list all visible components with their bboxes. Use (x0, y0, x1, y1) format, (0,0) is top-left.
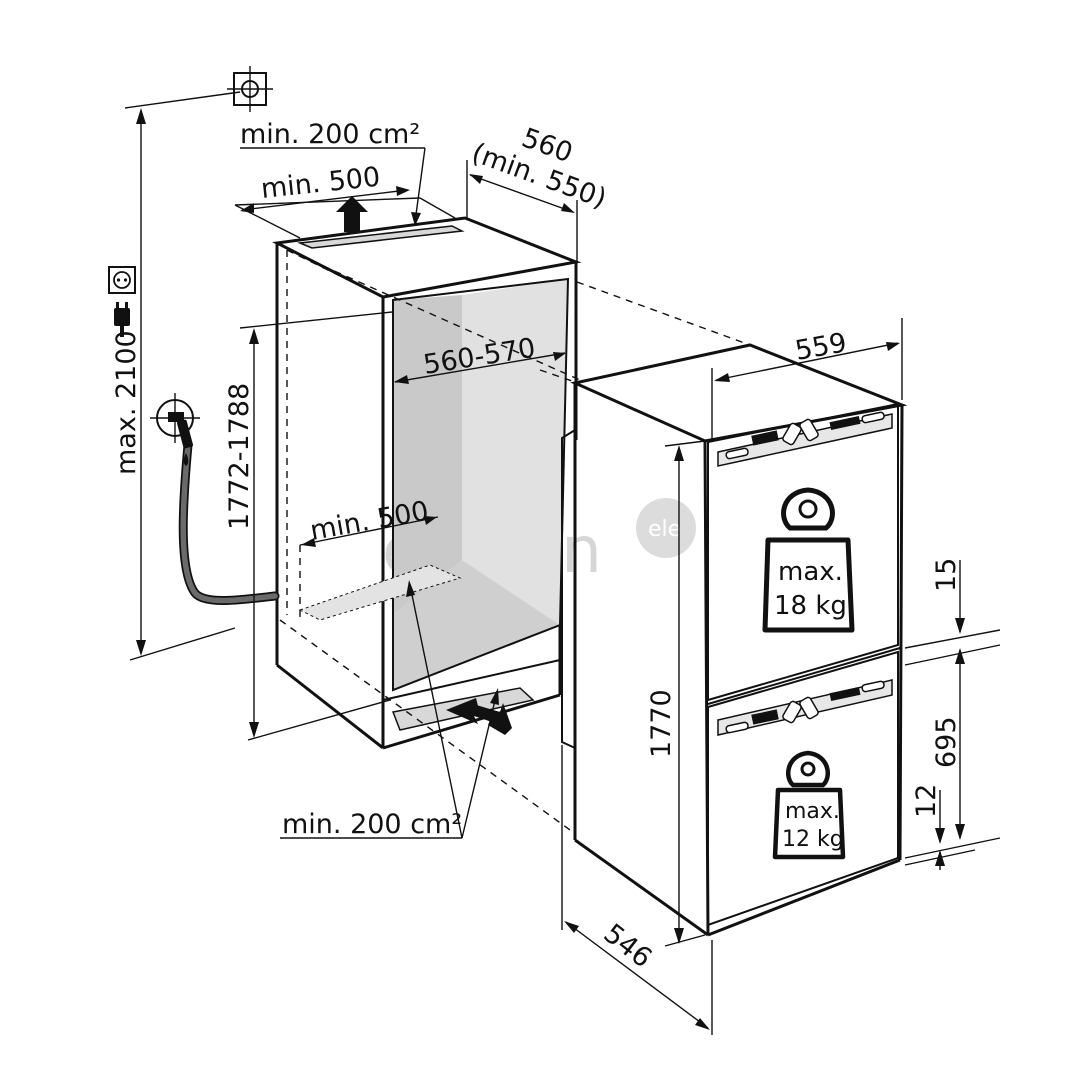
niche-opening (392, 277, 570, 692)
dim-gap-bottom: 12 (904, 784, 976, 870)
control-strip-upper (717, 411, 893, 467)
weight-icon: max. 18 kg (762, 487, 855, 633)
dim-niche-width: 560 (min. 550) (466, 122, 610, 262)
dim-appliance-width: 559 (711, 318, 903, 440)
label-gap-top: 15 (931, 558, 962, 592)
label-appliance-width: 559 (793, 327, 849, 366)
label-depth-top: min. 500 (259, 162, 381, 205)
label-vent-top: min. 200 cm² (240, 119, 420, 150)
dim-vent-bottom: min. 200 cm² (280, 580, 512, 840)
niche-bottom-left (276, 663, 384, 750)
label-appliance-height: 1770 (646, 689, 677, 758)
watermark-badge-text: ele (648, 517, 681, 542)
label-niche-height: 1772-1788 (224, 383, 255, 530)
projection-lines (279, 249, 751, 831)
weight-icon: max. 12 kg (772, 750, 846, 860)
top-vent-strip (297, 225, 465, 249)
dim-appliance-height: 1770 (646, 440, 706, 947)
weight-upper-line2: 18 kg (774, 591, 847, 621)
label-max-height: max. 2100 (111, 330, 142, 475)
label-vent-bottom: min. 200 cm² (282, 809, 462, 840)
power-plug-icon (114, 302, 130, 337)
appliance-body (561, 343, 908, 937)
niche-bottom-front (382, 693, 561, 750)
exhaust-arrow-icon (336, 196, 368, 232)
water-tap-icon (150, 393, 200, 466)
dim-appliance-depth: 546 (561, 745, 713, 1035)
dim-niche-height: 1772-1788 (224, 311, 393, 741)
dim-vent-top: min. 200 cm² (240, 119, 426, 226)
weight-upper-line1: max. (778, 557, 843, 587)
power-socket-icon (108, 266, 136, 294)
ventilation-cross-icon (227, 66, 273, 112)
weight-lower-line2: 12 kg (782, 827, 844, 852)
dim-max-height: max. 2100 (111, 91, 241, 661)
niche-left-wall (393, 295, 462, 615)
control-strip-lower (717, 679, 893, 736)
weight-lower-line1: max. (785, 799, 840, 824)
label-door-height: 695 (931, 716, 962, 768)
label-appliance-depth: 546 (598, 918, 658, 974)
watermark-badge (636, 498, 696, 558)
bottom-vent-strip-inner (298, 564, 462, 621)
niche-floor-edge (382, 659, 561, 701)
label-gap-bottom: 12 (911, 784, 942, 818)
dim-door-height: 695 (904, 648, 1001, 859)
niche-floor (393, 560, 560, 690)
dim-gap-top: 15 (904, 558, 1001, 666)
water-hose (178, 440, 280, 605)
